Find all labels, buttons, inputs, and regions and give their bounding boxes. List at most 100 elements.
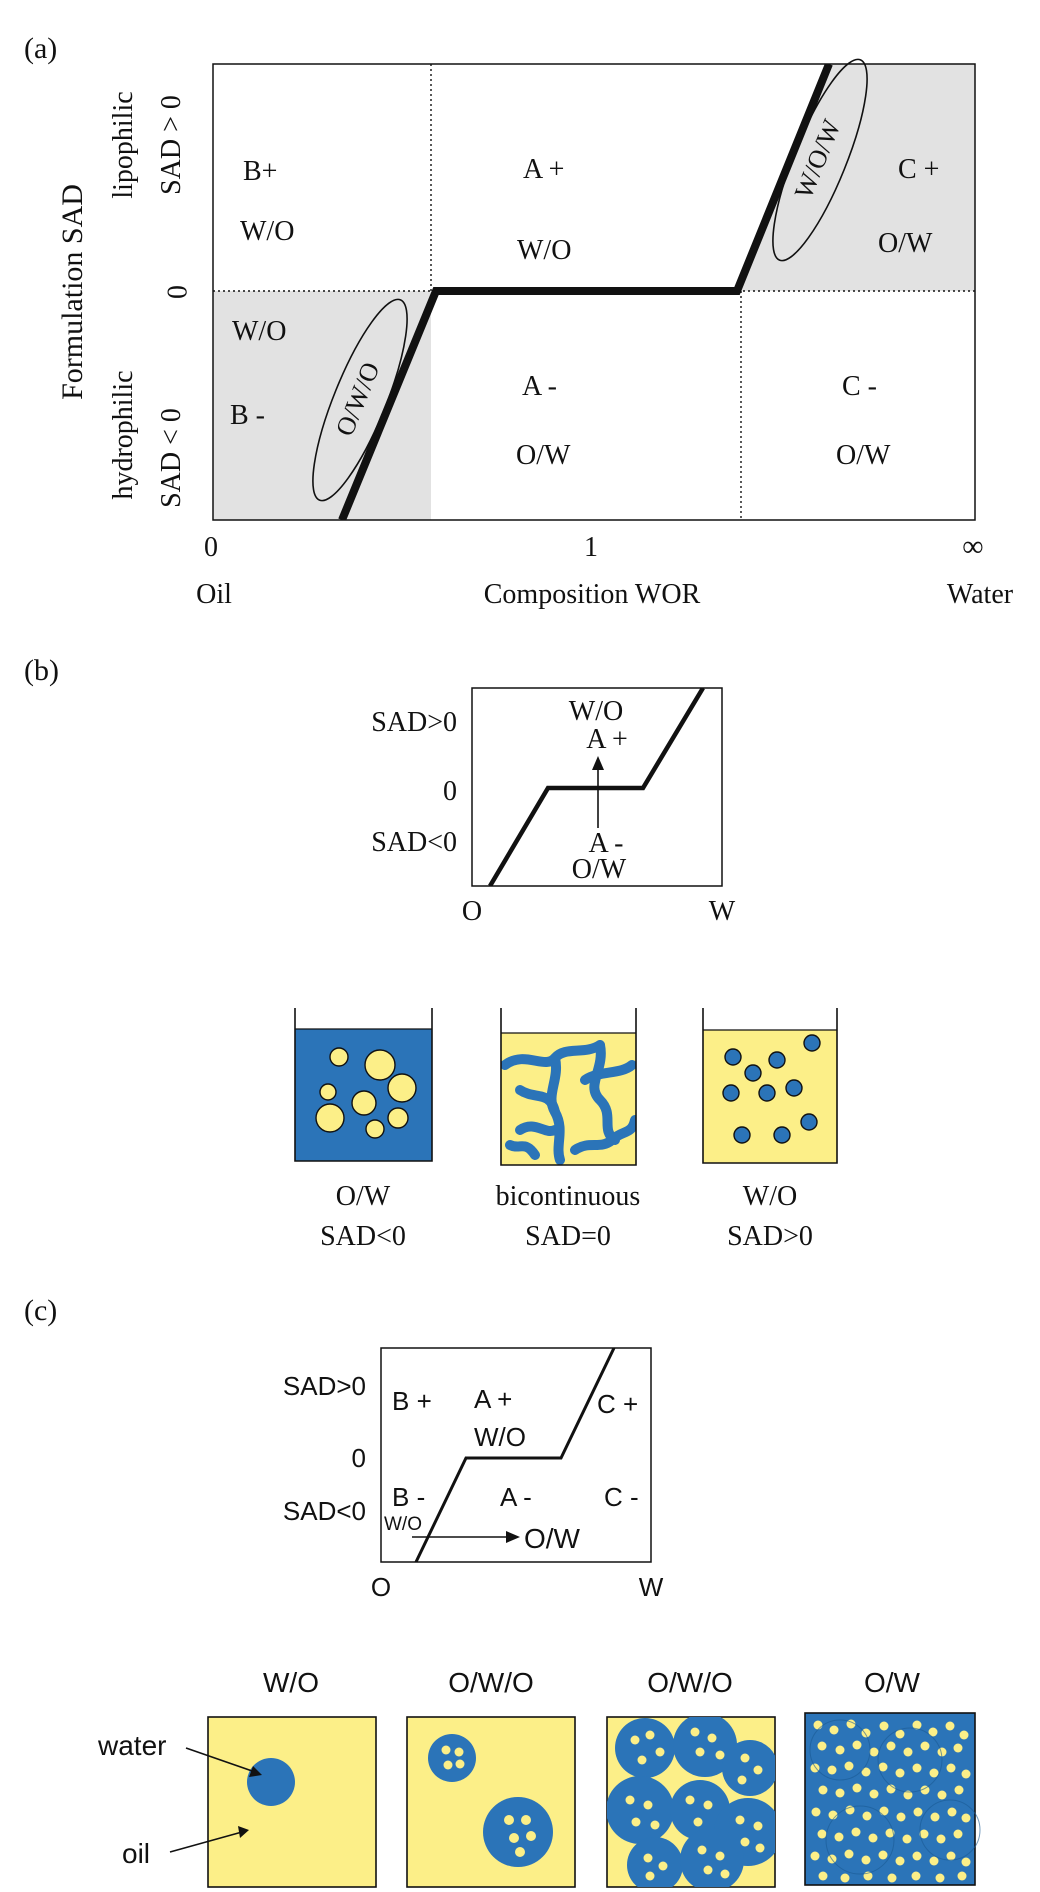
b-sad-pos: SAD>0 bbox=[371, 707, 457, 738]
square-ow bbox=[804, 1712, 981, 1886]
panel-a-label: (a) bbox=[24, 32, 57, 65]
x-label-water: Water bbox=[947, 579, 1014, 610]
beaker-wo-caption-2: SAD>0 bbox=[727, 1221, 813, 1252]
beaker-ow bbox=[294, 1008, 433, 1162]
beaker-bicont-caption-1: bicontinuous bbox=[496, 1181, 641, 1212]
inversion-line-c bbox=[414, 1348, 616, 1562]
x-tick-infinity: ∞ bbox=[962, 530, 983, 563]
region-aminus: A - bbox=[522, 371, 557, 402]
region-aminus-type: O/W bbox=[516, 440, 571, 471]
region-cplus-shade bbox=[735, 64, 975, 291]
c-ow: O/W bbox=[524, 1523, 581, 1554]
b-wo: W/O bbox=[569, 696, 623, 727]
region-bplus: B+ bbox=[243, 156, 277, 187]
b-aplus: A + bbox=[586, 724, 627, 755]
oil-label: oil bbox=[122, 1838, 150, 1869]
water-pointer bbox=[185, 1747, 256, 1773]
water-pointer-head bbox=[249, 1766, 262, 1777]
water-label: water bbox=[97, 1730, 166, 1761]
region-cminus-type: O/W bbox=[836, 440, 891, 471]
x-tick-1: 1 bbox=[584, 532, 598, 563]
x-axis-title: Composition WOR bbox=[484, 579, 701, 610]
panel-a: (a) O/W/O W/O/W B+ W/O A + W/O C + O/W W… bbox=[24, 32, 1014, 610]
oil-pointer bbox=[169, 1831, 243, 1853]
square-wo-bg bbox=[207, 1716, 377, 1888]
plot-frame-c bbox=[380, 1347, 652, 1563]
owo1-inner-oil bbox=[441, 1745, 536, 1857]
y-upper-lipophilic: lipophilic bbox=[108, 91, 139, 198]
c-bplus: B + bbox=[392, 1386, 432, 1416]
arrow-head-c bbox=[506, 1531, 520, 1543]
square-3-title: O/W/O bbox=[647, 1667, 733, 1698]
c-cplus: C + bbox=[597, 1389, 638, 1419]
beaker-wo-wall bbox=[702, 1008, 838, 1164]
ow-droplet-outlines bbox=[809, 1719, 981, 1875]
beaker-wo-droplets bbox=[722, 1034, 821, 1144]
square-owo-1 bbox=[406, 1716, 576, 1888]
panel-c: (c) B + A + W/O C + B - W/O A - C - O/W … bbox=[24, 1294, 981, 1888]
c-aplus: A + bbox=[474, 1384, 512, 1414]
x-label-oil: Oil bbox=[196, 579, 232, 610]
region-cplus: C + bbox=[898, 154, 939, 185]
y-lower-hydrophilic: hydrophilic bbox=[108, 370, 139, 499]
panel-c-label: (c) bbox=[24, 1294, 57, 1327]
region-bminus-type: W/O bbox=[232, 316, 286, 347]
beaker-ow-wall bbox=[294, 1008, 433, 1162]
panel-b: (b) W/O A + A - O/W SAD>0 0 SAD<0 O W bbox=[24, 654, 838, 1252]
owo1-droplet-large bbox=[483, 1797, 553, 1867]
square-wo bbox=[207, 1716, 377, 1888]
region-bplus-type: W/O bbox=[240, 216, 294, 247]
b-ow: O/W bbox=[572, 854, 627, 885]
c-sad-neg: SAD<0 bbox=[283, 1496, 366, 1526]
square-2-title: O/W/O bbox=[448, 1667, 534, 1698]
b-sad-neg: SAD<0 bbox=[371, 827, 457, 858]
beaker-ow-droplets bbox=[315, 1047, 417, 1139]
region-bminus-poly bbox=[213, 291, 431, 520]
c-bminus-type: W/O bbox=[384, 1514, 422, 1535]
region-cminus: C - bbox=[842, 371, 877, 402]
c-aminus: A - bbox=[500, 1482, 532, 1512]
square-4-title: O/W bbox=[864, 1667, 921, 1698]
y-lower-sad: SAD < 0 bbox=[156, 408, 187, 508]
y-zero-tick: 0 bbox=[162, 285, 193, 299]
square-owo1-bg bbox=[406, 1716, 576, 1888]
panel-b-label: (b) bbox=[24, 654, 59, 687]
beaker-ow-caption-2: SAD<0 bbox=[320, 1221, 406, 1252]
inversion-line-b bbox=[488, 688, 705, 886]
oil-pointer-head bbox=[238, 1826, 249, 1838]
bicontinuous-channels bbox=[501, 1040, 636, 1165]
beaker-wo-caption-1: W/O bbox=[743, 1181, 797, 1212]
square-owo-2 bbox=[606, 1716, 776, 1888]
c-x-w: W bbox=[639, 1572, 664, 1602]
beaker-bicont-wall bbox=[500, 1008, 637, 1166]
beaker-bicont-caption-2: SAD=0 bbox=[525, 1221, 611, 1252]
b-x-o: O bbox=[462, 896, 482, 927]
plot-frame-b bbox=[471, 687, 723, 887]
beaker-bicontinuous bbox=[500, 1008, 637, 1166]
beaker-wo bbox=[702, 1008, 838, 1164]
c-aplus-type: W/O bbox=[474, 1422, 526, 1452]
c-bminus: B - bbox=[392, 1482, 425, 1512]
y-axis-title: Formulation SAD bbox=[56, 184, 89, 400]
inversion-line-a bbox=[338, 64, 833, 520]
x-tick-0: 0 bbox=[204, 532, 218, 563]
square-1-title: W/O bbox=[263, 1667, 319, 1698]
region-cplus-type: O/W bbox=[878, 228, 933, 259]
c-sad-pos: SAD>0 bbox=[283, 1371, 366, 1401]
b-aminus: A - bbox=[589, 828, 624, 859]
water-droplet bbox=[247, 1758, 295, 1806]
region-bminus: B - bbox=[230, 400, 265, 431]
c-x-o: O bbox=[371, 1572, 391, 1602]
beaker-ow-caption-1: O/W bbox=[336, 1181, 391, 1212]
c-cminus: C - bbox=[604, 1482, 639, 1512]
plot-frame-a bbox=[212, 63, 976, 521]
c-zero: 0 bbox=[352, 1443, 366, 1473]
owo1-droplet-small bbox=[428, 1734, 476, 1782]
owo2-droplets bbox=[607, 1717, 775, 1887]
b-zero: 0 bbox=[443, 776, 457, 807]
b-x-w: W bbox=[709, 896, 736, 927]
region-aplus-type: W/O bbox=[517, 235, 571, 266]
arrow-head-b bbox=[592, 756, 604, 770]
ow-oil-droplets bbox=[810, 1719, 971, 1883]
